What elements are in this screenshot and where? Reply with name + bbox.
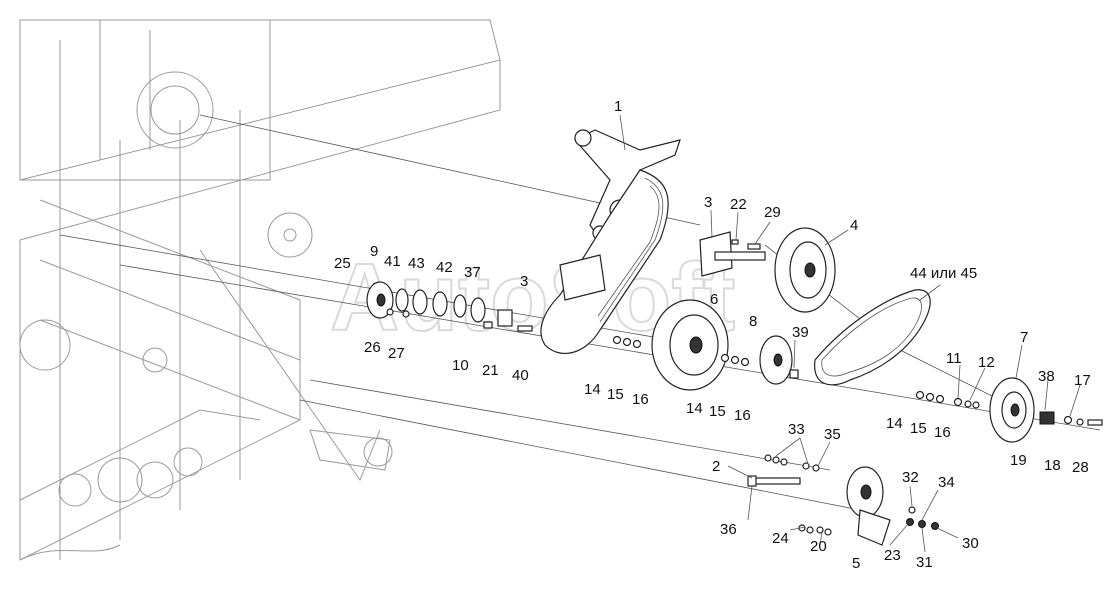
label-part-15c: 15 xyxy=(910,420,927,437)
hub-bearing-set xyxy=(366,281,533,332)
label-part-15a: 15 xyxy=(607,386,624,403)
label-part-14c: 14 xyxy=(886,415,903,432)
label-part-32: 32 xyxy=(902,469,919,486)
label-part-26: 26 xyxy=(364,339,381,356)
label-part-9: 9 xyxy=(370,243,378,260)
label-part-4: 4 xyxy=(850,217,858,234)
label-part-7: 7 xyxy=(1020,329,1028,346)
label-part-36: 36 xyxy=(720,521,737,538)
belt-guard-assembly xyxy=(540,169,669,354)
label-part-16b: 16 xyxy=(734,407,751,424)
label-part-15b: 15 xyxy=(709,403,726,420)
label-part-6: 6 xyxy=(710,291,718,308)
label-part-22: 22 xyxy=(730,196,747,213)
label-part-10: 10 xyxy=(452,357,469,374)
fastener-set xyxy=(386,239,1103,536)
part-3-bracket xyxy=(699,231,766,277)
label-part-2: 2 xyxy=(712,458,720,475)
part-4-pulley-disc xyxy=(774,227,836,313)
label-part-1: 1 xyxy=(614,98,622,115)
part-6-pulley xyxy=(651,299,729,391)
label-part-44-45: 44 или 45 xyxy=(910,265,977,282)
label-part-23: 23 xyxy=(884,547,901,564)
label-part-16a: 16 xyxy=(632,391,649,408)
label-part-12: 12 xyxy=(978,354,995,371)
label-part-5: 5 xyxy=(852,555,860,572)
label-part-31: 31 xyxy=(916,554,933,571)
machine-frame xyxy=(19,19,501,561)
label-part-19: 19 xyxy=(1010,452,1027,469)
label-part-39: 39 xyxy=(792,324,809,341)
label-part-16c: 16 xyxy=(934,424,951,441)
label-part-37: 37 xyxy=(464,264,481,281)
label-part-40: 40 xyxy=(512,367,529,384)
part-labels: 1 3 22 29 4 44 или 45 7 9 25 41 43 42 37… xyxy=(334,98,1091,572)
label-part-14b: 14 xyxy=(686,400,703,417)
label-part-20: 20 xyxy=(810,538,827,555)
label-part-29: 29 xyxy=(764,204,781,221)
label-part-33: 33 xyxy=(788,421,805,438)
label-part-30: 30 xyxy=(962,535,979,552)
label-part-35: 35 xyxy=(824,426,841,443)
part-5-idler-pulley xyxy=(846,466,891,546)
label-part-21: 21 xyxy=(482,362,499,379)
part-44-45-v-belt xyxy=(814,289,931,386)
label-part-17: 17 xyxy=(1074,372,1091,389)
label-part-8: 8 xyxy=(749,313,757,330)
label-part-3: 3 xyxy=(704,194,712,211)
part-8-small-pulley xyxy=(759,335,793,385)
label-part-28: 28 xyxy=(1072,459,1089,476)
label-part-27: 27 xyxy=(388,345,405,362)
label-part-42: 42 xyxy=(436,259,453,276)
label-part-38: 38 xyxy=(1038,368,1055,385)
label-part-34: 34 xyxy=(938,474,955,491)
label-part-25: 25 xyxy=(334,255,351,272)
part-7-pulley xyxy=(989,377,1035,443)
label-part-18: 18 xyxy=(1044,457,1061,474)
label-part-24: 24 xyxy=(772,530,789,547)
label-part-41: 41 xyxy=(384,253,401,270)
label-part-11: 11 xyxy=(946,350,962,367)
label-part-3b: 3 xyxy=(520,273,528,290)
label-part-14a: 14 xyxy=(584,381,601,398)
leader-lines xyxy=(619,114,1081,553)
label-part-43: 43 xyxy=(408,255,425,272)
